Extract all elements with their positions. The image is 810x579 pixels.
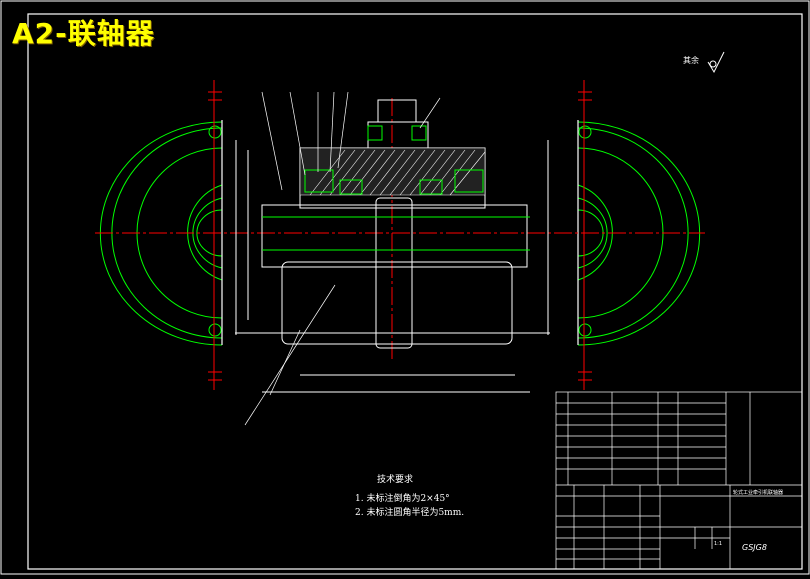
hatched-section bbox=[299, 147, 486, 196]
tech-note-2: 2. 未标注圆角半径为5mm. bbox=[355, 508, 465, 518]
shaft-lines bbox=[262, 216, 530, 251]
drawing-name: 轮式工业牵引机联轴器 bbox=[733, 490, 784, 496]
drawing-code: GSJG8 bbox=[742, 543, 767, 552]
leader-lines bbox=[244, 91, 441, 426]
center-lines bbox=[95, 98, 705, 360]
drawing-scale: 1:1 bbox=[714, 541, 723, 547]
bearing-parts bbox=[304, 125, 484, 195]
roughness-symbol-icon bbox=[707, 51, 725, 74]
title-block bbox=[555, 391, 803, 570]
tech-note-1: 1. 未标注倒角为2×45° bbox=[355, 494, 450, 504]
coupling-body bbox=[235, 99, 550, 393]
drawing-title: A2-联轴器 bbox=[12, 17, 155, 50]
inner-frame bbox=[27, 13, 803, 570]
roughness-label: 其余 bbox=[683, 56, 699, 65]
section-ticks bbox=[208, 80, 592, 390]
tech-requirements-heading: 技术要求 bbox=[377, 475, 414, 485]
